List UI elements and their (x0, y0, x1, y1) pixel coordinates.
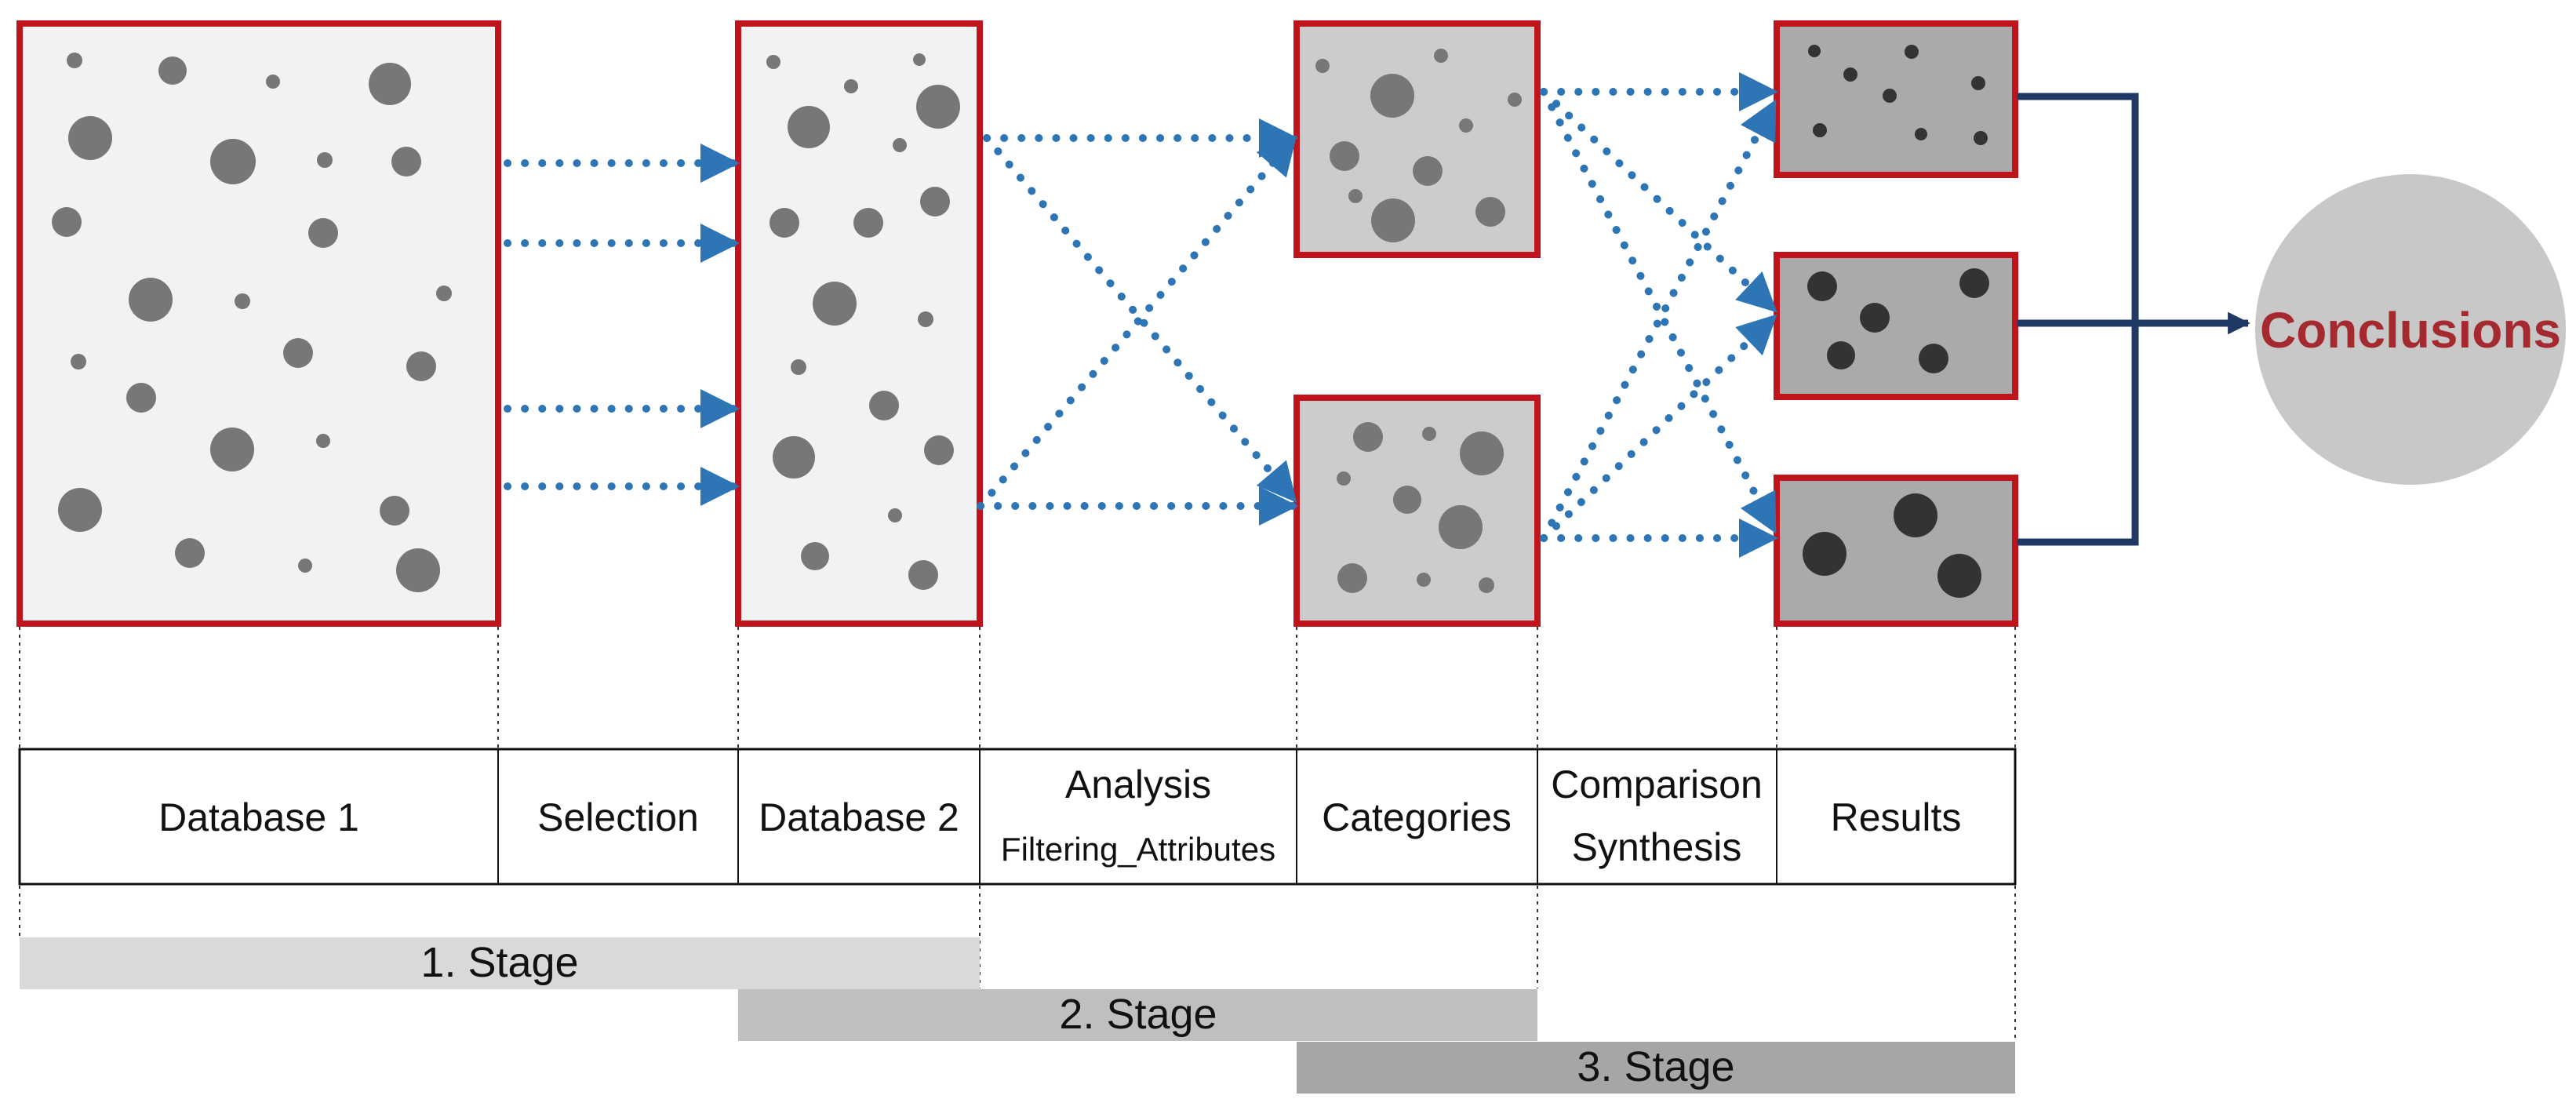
category-box-top (1293, 20, 1541, 258)
label-synthesis: Synthesis (1572, 825, 1742, 869)
process-table: Database 1 Selection Database 2 Analysis… (18, 748, 2017, 886)
result-box-1 (1774, 20, 2018, 178)
stage-bars: 1. Stage 2. Stage 3. Stage (20, 937, 2015, 1094)
label-analysis-sub: Filtering_Attributes (1001, 831, 1275, 868)
label-database1: Database 1 (158, 795, 359, 839)
conclusions-label: Conclusions (2260, 302, 2561, 358)
stage1-label: 1. Stage (420, 939, 578, 986)
result-box-2 (1774, 252, 2018, 400)
label-comparison: Comparison (1551, 762, 1763, 806)
label-analysis: Analysis (1065, 762, 1211, 806)
analysis-arrows (977, 118, 1298, 526)
stage2-label: 2. Stage (1059, 991, 1217, 1038)
comparison-arrows (1540, 72, 1778, 558)
result-box-3 (1774, 475, 2018, 627)
stage2-bar (738, 989, 1537, 1041)
stage3-label: 3. Stage (1577, 1043, 1734, 1090)
label-categories: Categories (1322, 795, 1512, 839)
conclusions-circle (2255, 174, 2566, 485)
label-results: Results (1831, 795, 1962, 839)
results-connector (2018, 93, 2250, 546)
database2-dots (766, 53, 960, 590)
database2-box (735, 20, 983, 627)
conclusions-node: Conclusions (2255, 174, 2566, 485)
database1-dots (52, 53, 452, 592)
stage1-bar (20, 937, 980, 989)
label-selection: Selection (537, 795, 699, 839)
stage3-bar (1297, 1042, 2015, 1094)
database1-box (16, 20, 501, 627)
label-database2: Database 2 (759, 795, 959, 839)
category-box-bottom (1293, 395, 1541, 627)
selection-arrows (504, 144, 740, 506)
